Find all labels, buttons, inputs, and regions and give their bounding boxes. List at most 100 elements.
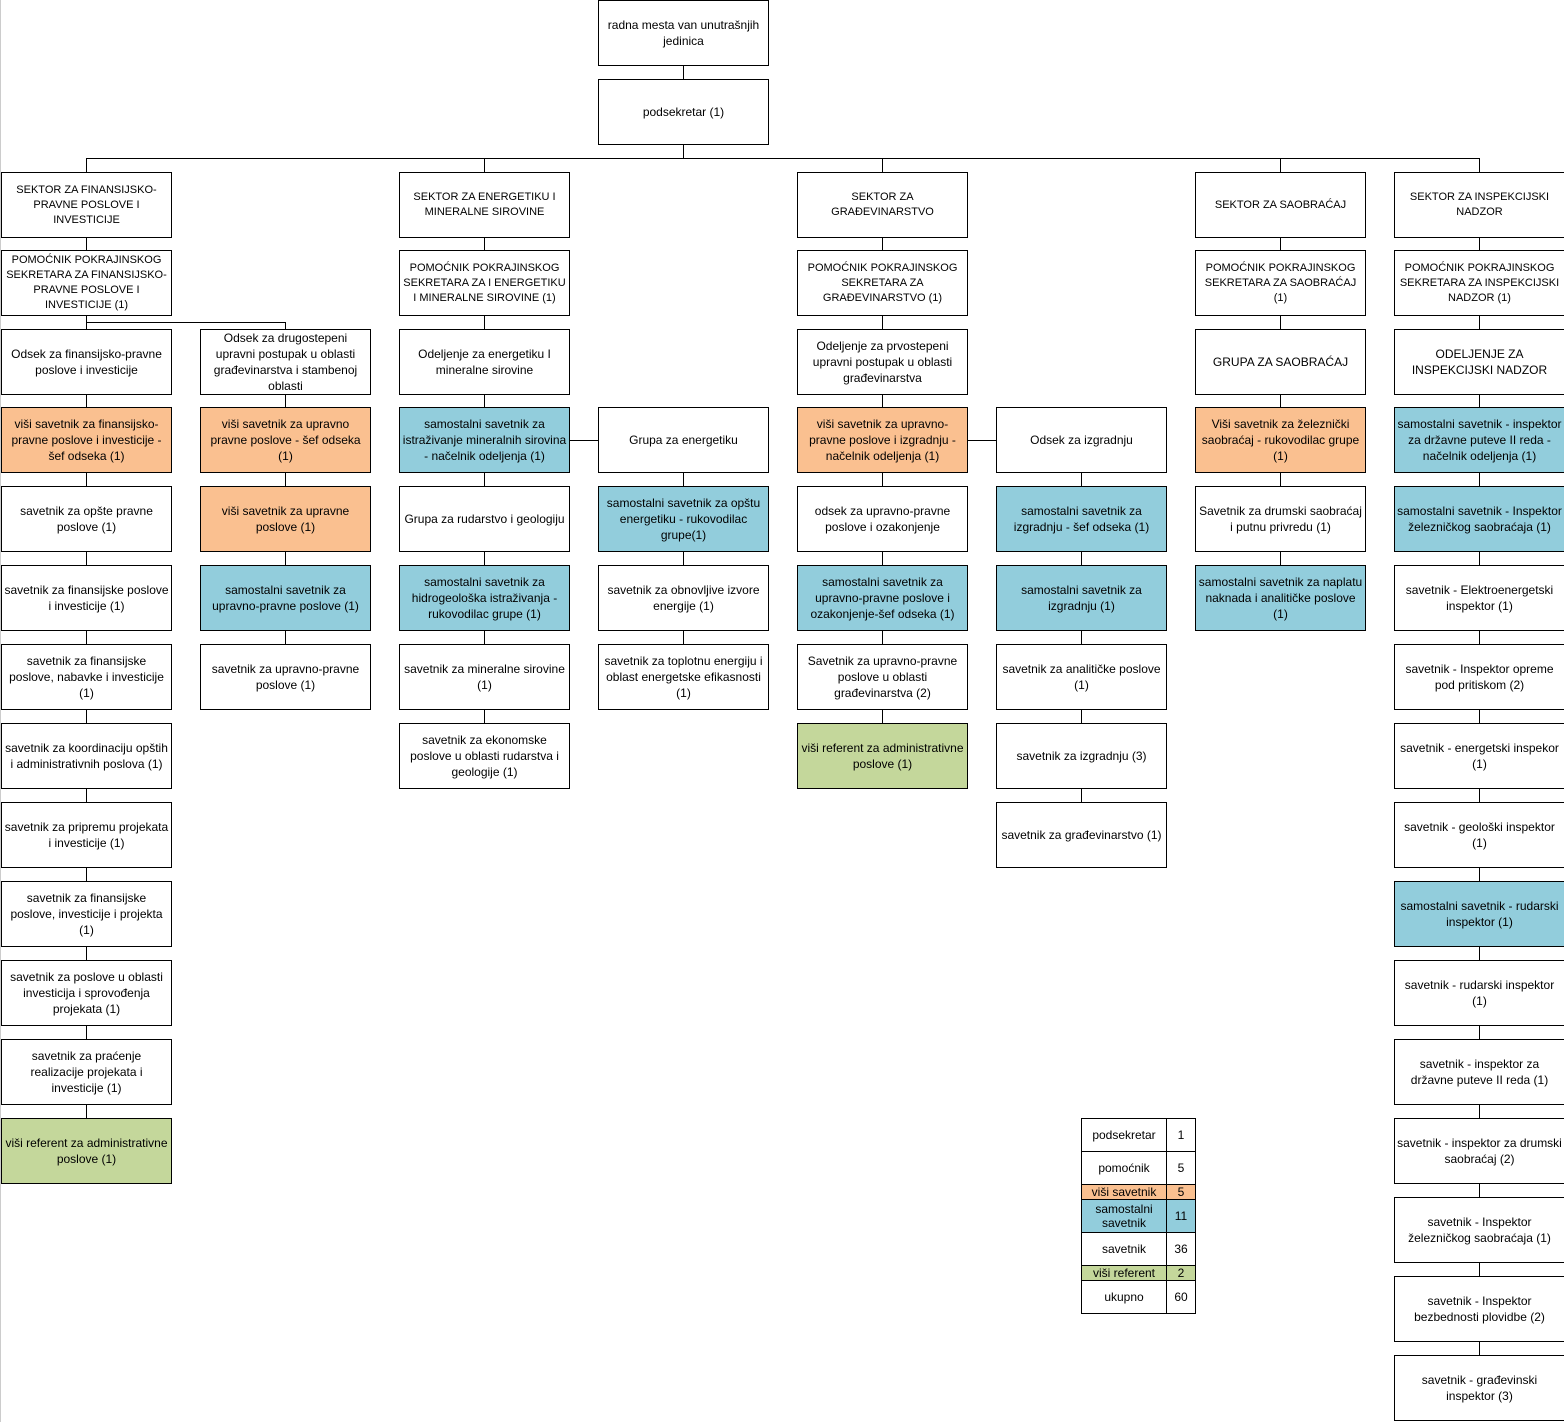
connector-line bbox=[882, 395, 883, 407]
connector-line bbox=[1479, 473, 1480, 486]
sector-box: POMOĆNIK POKRAJINSKOG SEKRETARA ZA SAOBR… bbox=[1195, 250, 1366, 316]
position-box: savetnik - geološki inspektor (1) bbox=[1394, 802, 1564, 868]
position-box: samostalni savetnik za opštu energetiku … bbox=[598, 486, 769, 552]
connector-line bbox=[683, 552, 684, 565]
legend-label: viši referent bbox=[1081, 1265, 1167, 1281]
connector-line bbox=[86, 552, 87, 565]
position-box: samostalni savetnik za naplatu naknada i… bbox=[1195, 565, 1366, 631]
position-box: savetnik za izgradnju (3) bbox=[996, 723, 1167, 789]
connector-line bbox=[1479, 789, 1480, 802]
connector-line bbox=[484, 238, 485, 250]
position-box: samostalni savetnik za hidrogeološka ist… bbox=[399, 565, 570, 631]
position-box: samostalni savetnik za upravno-pravne po… bbox=[200, 565, 371, 631]
connector-line bbox=[285, 552, 286, 565]
connector-line bbox=[882, 238, 883, 250]
connector-line bbox=[1479, 158, 1480, 172]
legend-label: samostalni savetnik bbox=[1081, 1199, 1167, 1233]
legend-count: 5 bbox=[1166, 1184, 1196, 1200]
connector-line bbox=[683, 473, 684, 486]
connector-line bbox=[967, 440, 996, 441]
position-box: samostalni savetnik - inspektor za držav… bbox=[1394, 407, 1564, 473]
connector-line bbox=[1479, 1105, 1480, 1118]
connector-line bbox=[1479, 395, 1480, 407]
position-box: ODELJENJE ZA INSPEKCIJSKI NADZOR bbox=[1394, 329, 1564, 395]
connector-line bbox=[484, 631, 485, 644]
position-box: savetnik za građevinarstvo (1) bbox=[996, 802, 1167, 868]
connector-line bbox=[882, 158, 883, 172]
connector-line bbox=[1280, 158, 1281, 172]
legend-label: ukupno bbox=[1081, 1280, 1167, 1314]
position-box: savetnik - Elektroenergetski inspektor (… bbox=[1394, 565, 1564, 631]
connector-line bbox=[484, 316, 485, 329]
position-box: savetnik - inspektor za drumski saobraća… bbox=[1394, 1118, 1564, 1184]
connector-line bbox=[86, 789, 87, 802]
position-box: savetnik za poslove u oblasti investicij… bbox=[1, 960, 172, 1026]
connector-line bbox=[1081, 789, 1082, 802]
connector-line bbox=[86, 395, 87, 407]
connector-line bbox=[1280, 473, 1281, 486]
connector-line bbox=[86, 322, 286, 323]
connector-line bbox=[1479, 631, 1480, 644]
connector-line bbox=[86, 710, 87, 723]
connector-line bbox=[1479, 316, 1480, 329]
position-box: Odsek za izgradnju bbox=[996, 407, 1167, 473]
sector-box: POMOĆNIK POKRAJINSKOG SEKRETARA ZA INSPE… bbox=[1394, 250, 1564, 316]
connector-line bbox=[882, 552, 883, 565]
position-box: savetnik - energetski inspekor (1) bbox=[1394, 723, 1564, 789]
position-box: savetnik za finansijske poslove, nabavke… bbox=[1, 644, 172, 710]
sector-box: SEKTOR ZA FINANSIJSKO-PRAVNE POSLOVE I I… bbox=[1, 172, 172, 238]
connector-line bbox=[882, 710, 883, 723]
position-box: savetnik - inspektor za državne puteve I… bbox=[1394, 1039, 1564, 1105]
connector-line bbox=[1479, 710, 1480, 723]
sector-box: POMOĆNIK POKRAJINSKOG SEKRETARA ZA GRAĐE… bbox=[797, 250, 968, 316]
position-box: savetnik za upravno-pravne poslove (1) bbox=[200, 644, 371, 710]
connector-line bbox=[484, 158, 485, 172]
sector-box: POMOĆNIK POKRAJINSKOG SEKRETARA ZA FINAN… bbox=[1, 250, 172, 316]
connector-line bbox=[1479, 238, 1480, 250]
position-box: savetnik za finansijske poslove, investi… bbox=[1, 881, 172, 947]
legend-label: podsekretar bbox=[1081, 1118, 1167, 1152]
connector-line bbox=[1280, 238, 1281, 250]
position-box: viši referent za administrativne poslove… bbox=[797, 723, 968, 789]
connector-line bbox=[285, 631, 286, 644]
legend-count: 36 bbox=[1166, 1232, 1196, 1266]
position-box: Odeljenje za prvostepeni upravni postupa… bbox=[797, 329, 968, 395]
sector-box: SEKTOR ZA SAOBRAĆAJ bbox=[1195, 172, 1366, 238]
connector-line bbox=[1479, 1263, 1480, 1276]
legend-count: 1 bbox=[1166, 1118, 1196, 1152]
connector-line bbox=[1479, 1026, 1480, 1039]
connector-line bbox=[1081, 473, 1082, 486]
sector-box: SEKTOR ZA ENERGETIKU I MINERALNE SIROVIN… bbox=[399, 172, 570, 238]
position-box: Savetnik za upravno-pravne poslove u obl… bbox=[797, 644, 968, 710]
connector-line bbox=[1479, 1342, 1480, 1355]
position-box: Odsek za drugostepeni upravni postupak u… bbox=[200, 329, 371, 395]
position-box: Odsek za finansijsko-pravne poslove i in… bbox=[1, 329, 172, 395]
position-box: savetnik - Inspektor bezbednosti plovidb… bbox=[1394, 1276, 1564, 1342]
connector-line bbox=[1479, 552, 1480, 565]
legend-label: savetnik bbox=[1081, 1232, 1167, 1266]
position-box: viši savetnik za upravno pravne poslove … bbox=[200, 407, 371, 473]
sector-box: POMOĆNIK POKRAJINSKOG SEKRETARA ZA I ENE… bbox=[399, 250, 570, 316]
position-box: samostalni savetnik - rudarski inspektor… bbox=[1394, 881, 1564, 947]
connector-line bbox=[1479, 947, 1480, 960]
position-box: savetnik za pripremu projekata i investi… bbox=[1, 802, 172, 868]
position-box: viši savetnik za finansijsko-pravne posl… bbox=[1, 407, 172, 473]
position-box: savetnik - rudarski inspektor (1) bbox=[1394, 960, 1564, 1026]
position-box: samostalni savetnik - Inspektor železnič… bbox=[1394, 486, 1564, 552]
connector-line bbox=[86, 868, 87, 881]
connector-line bbox=[86, 947, 87, 960]
position-box: podsekretar (1) bbox=[598, 79, 769, 145]
connector-line bbox=[1479, 1184, 1480, 1197]
sector-box: SEKTOR ZA INSPEKCIJSKI NADZOR bbox=[1394, 172, 1564, 238]
connector-line bbox=[1479, 868, 1480, 881]
connector-line bbox=[484, 473, 485, 486]
connector-line bbox=[1081, 552, 1082, 565]
connector-line bbox=[1081, 631, 1082, 644]
connector-line bbox=[86, 158, 1480, 159]
